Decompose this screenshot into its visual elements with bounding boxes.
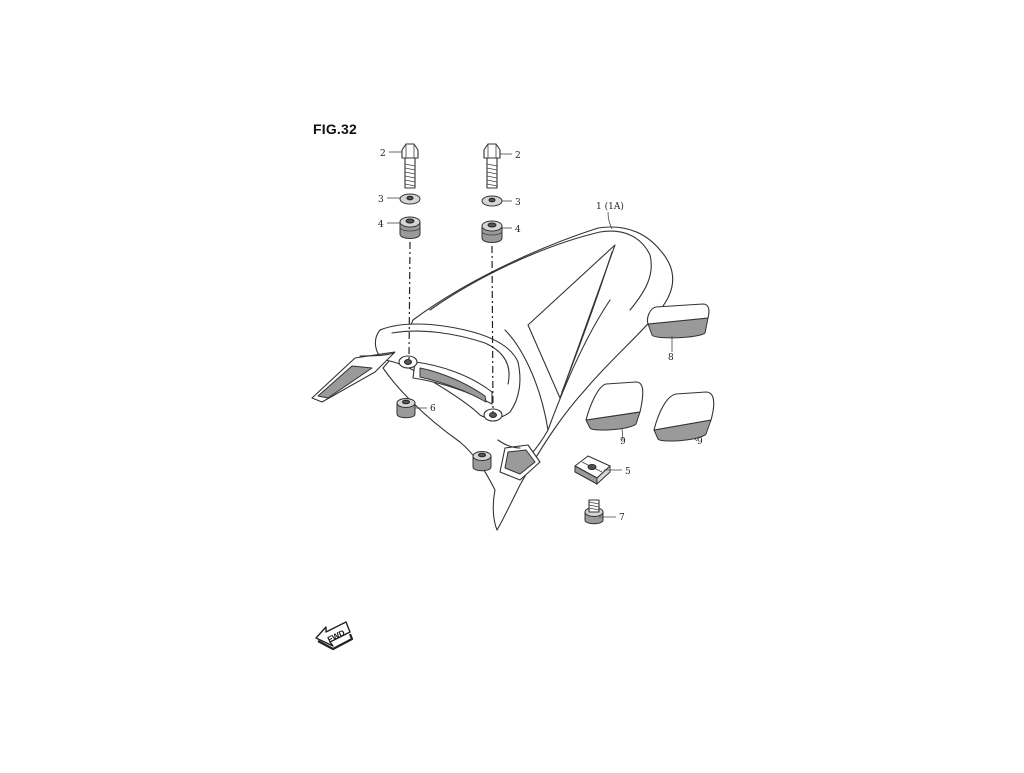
pad-8 xyxy=(646,303,710,339)
callout-9-left: 9 xyxy=(620,437,626,447)
alignment-line-left xyxy=(408,241,411,361)
callout-3-right: 3 xyxy=(515,198,521,208)
callout-7: 7 xyxy=(619,513,625,523)
pad-9-right xyxy=(653,391,715,442)
bolt-left xyxy=(401,143,419,189)
clip-nut-5 xyxy=(574,455,611,486)
callout-3-left: 3 xyxy=(378,195,384,205)
leader-lines xyxy=(387,151,698,518)
callout-2-right: 2 xyxy=(515,151,521,161)
figure-title: FIG.32 xyxy=(313,121,357,137)
screw-7 xyxy=(584,499,604,525)
callout-4-left: 4 xyxy=(378,220,384,230)
seat-cowl xyxy=(311,226,674,531)
callout-9-right: 9 xyxy=(697,437,703,447)
collar-lower xyxy=(472,451,492,472)
washer-right xyxy=(481,195,503,207)
callout-6: 6 xyxy=(430,404,436,414)
pad-9-left xyxy=(585,381,644,431)
washer-left xyxy=(399,193,421,205)
callout-5: 5 xyxy=(625,467,631,477)
callout-1: 1 (1A) xyxy=(596,201,624,212)
fwd-arrow-icon: FWD xyxy=(315,621,354,651)
bolt-right xyxy=(483,143,501,189)
callout-8: 8 xyxy=(668,353,674,363)
grommet-right xyxy=(481,220,503,243)
collar-6 xyxy=(396,398,416,419)
callout-4-right: 4 xyxy=(515,225,521,235)
grommet-left xyxy=(399,216,421,239)
callout-2-left: 2 xyxy=(380,149,386,159)
alignment-line-right xyxy=(491,245,494,413)
